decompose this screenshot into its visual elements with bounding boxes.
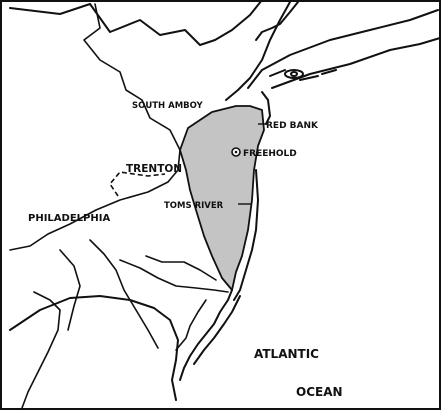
river-3 [89,239,159,349]
river-1 [119,259,229,293]
county-line-dashed [109,171,166,197]
manhattan-coast [255,1,299,41]
label-atlantic: ATLANTIC [254,347,319,361]
barrier-island [233,91,271,301]
label-red-bank: RED BANK [266,121,319,131]
bay-inner-shore [21,291,61,409]
label-trenton: TRENTON [126,163,182,175]
label-ocean: OCEAN [296,385,343,399]
label-freehold: FREEHOLD [243,149,297,159]
label-south-amboy: SOUTH AMBOY [132,101,204,111]
long-island-inlets [247,69,337,89]
freehold-dot [234,150,238,154]
delaware-bay-coast [9,295,179,401]
river-4 [59,249,81,331]
river-5 [175,299,207,351]
staten-island-coast [225,1,291,101]
state-border-line [9,0,263,46]
southern-coastline [179,289,233,381]
label-philadelphia: PHILADELPHIA [28,213,110,224]
southern-barrier [193,295,241,365]
bay-island-inner [290,71,298,77]
long-island-coast [261,9,439,71]
bay-island [284,69,304,79]
shaded-region [179,105,265,291]
label-toms-river: TOMS RIVER [164,201,224,211]
river-2 [145,255,217,281]
long-island-south-shore [271,37,441,89]
